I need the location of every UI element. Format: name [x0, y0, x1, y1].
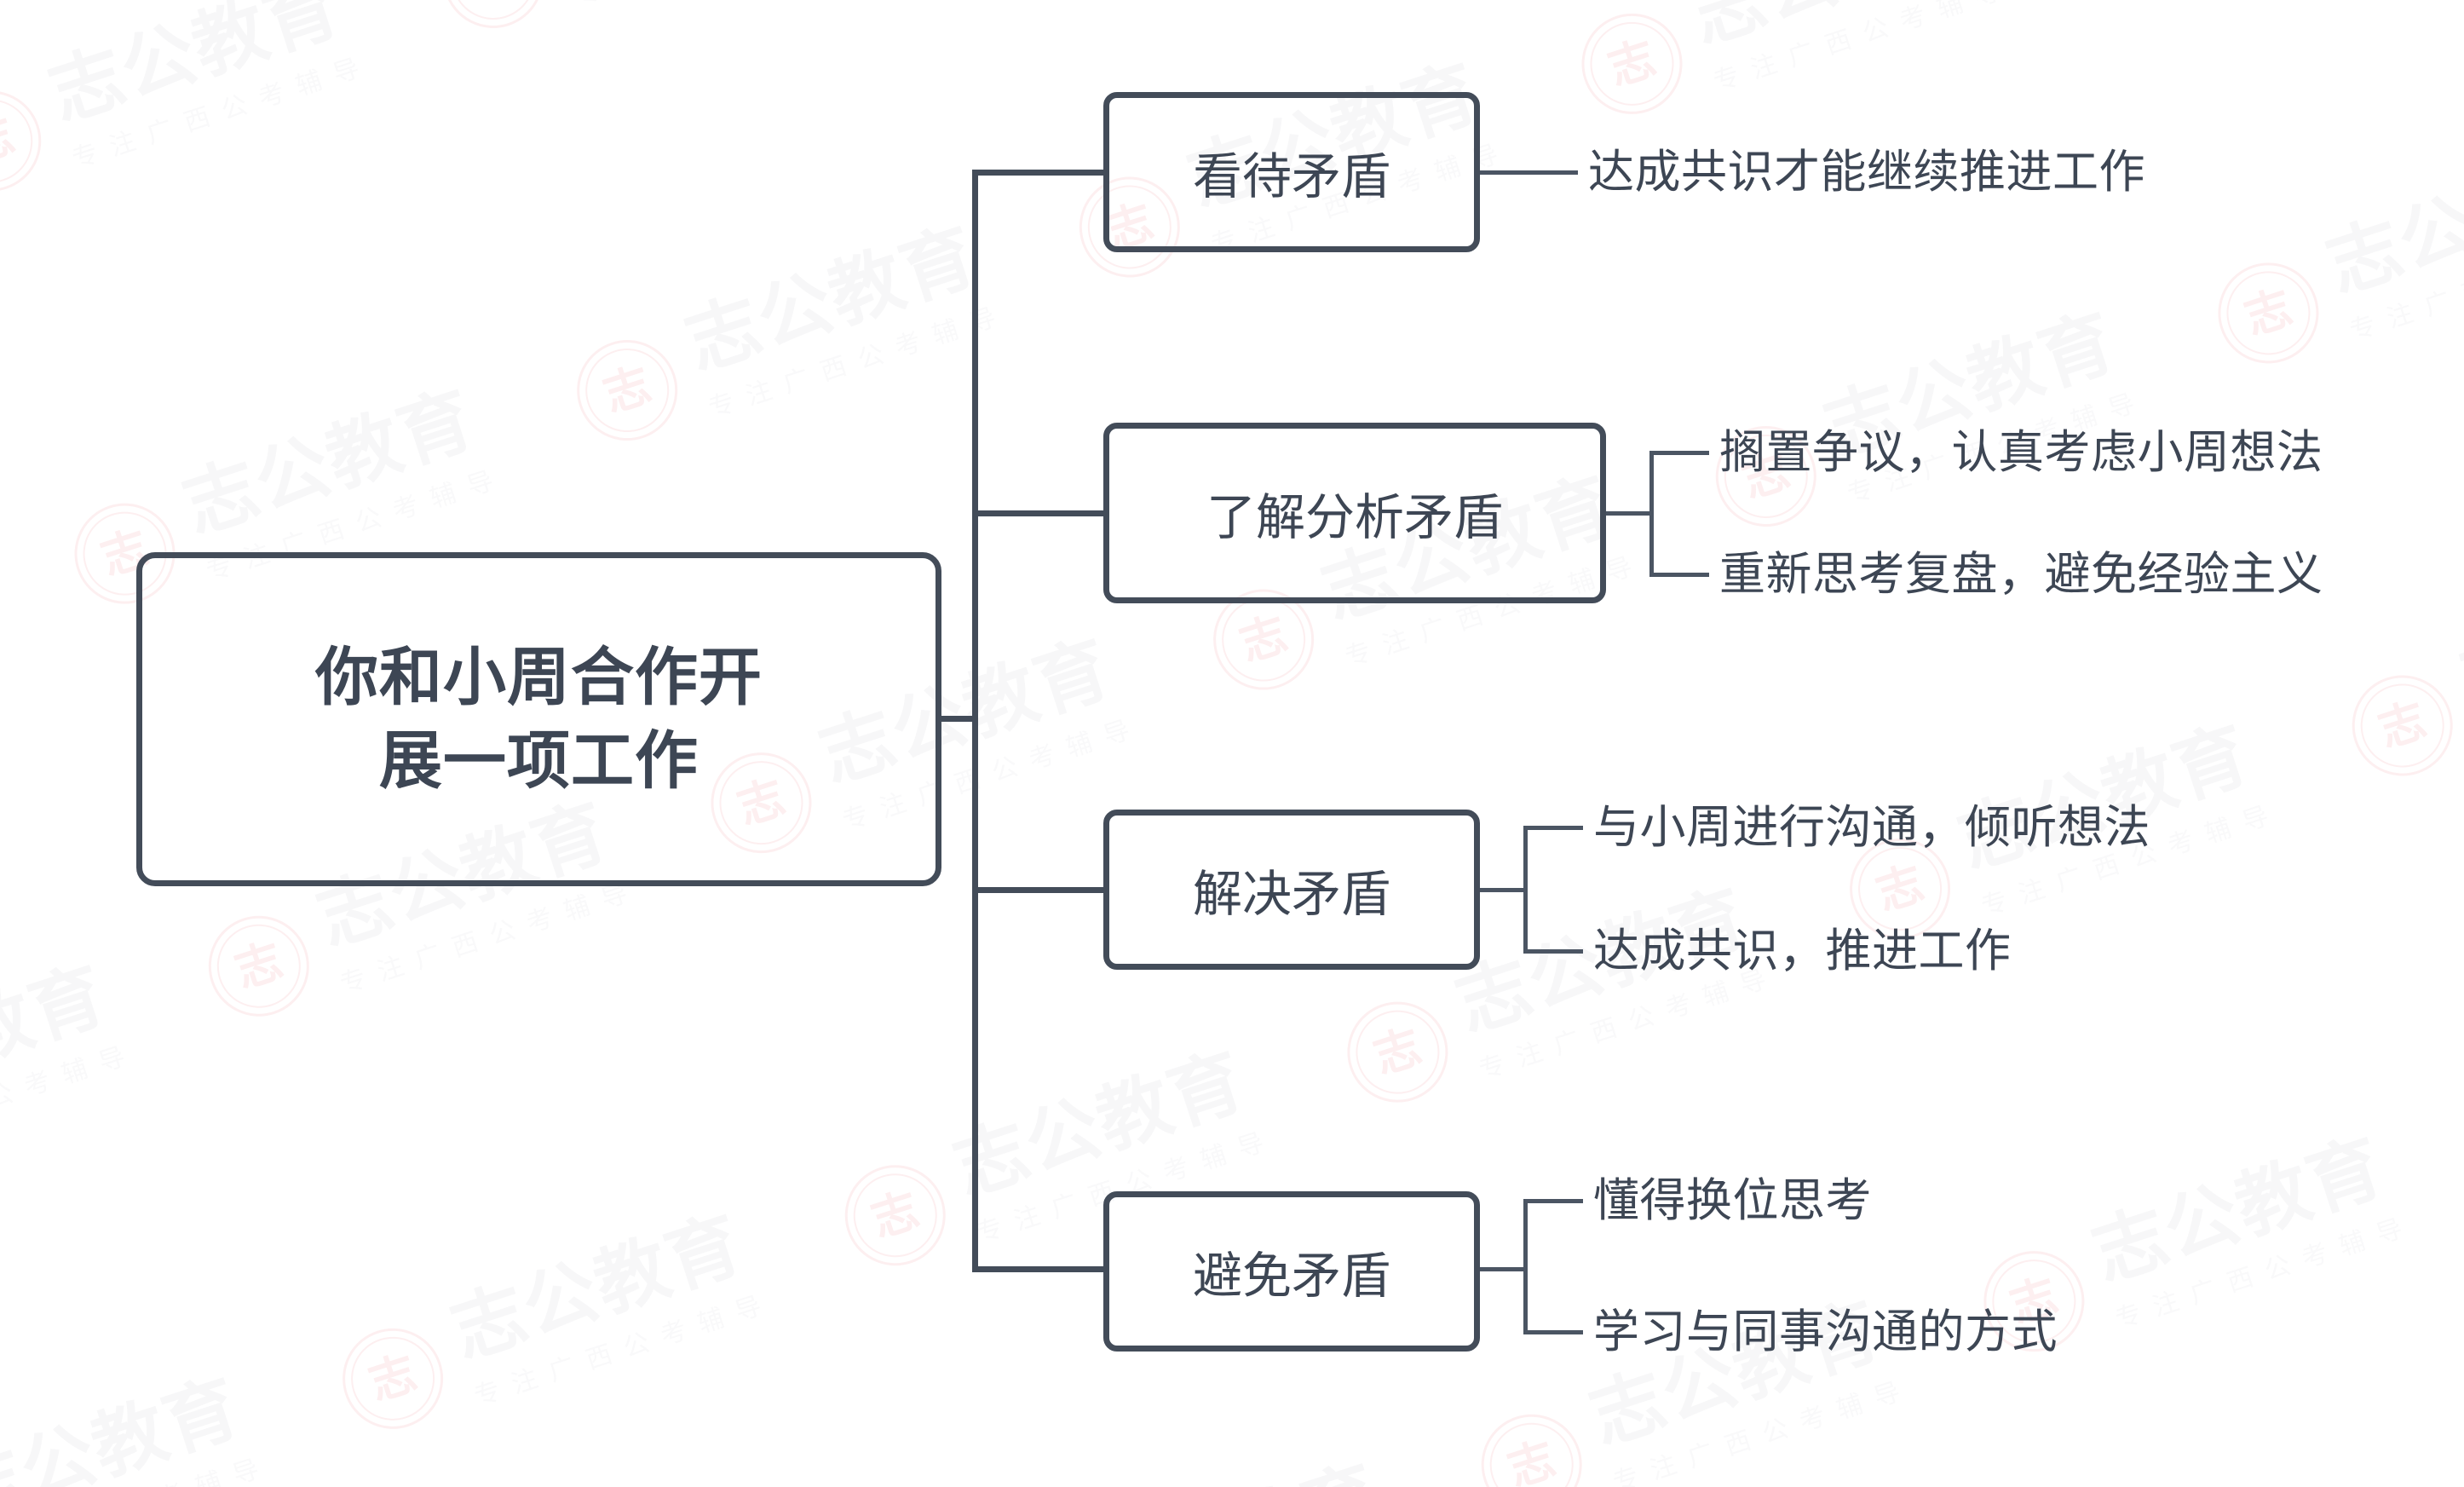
leaf-branch3-item1[interactable]: 与小周进行沟通，倾听想法: [1593, 802, 2150, 853]
leaf-branch3-item2[interactable]: 达成共识，推进工作: [1593, 925, 2012, 977]
branch-4-label: 避免矛盾: [1192, 1248, 1390, 1304]
connector-branch2-stub: [1606, 511, 1653, 516]
mindmap-branch-node-4[interactable]: 避免矛盾: [1103, 1191, 1480, 1352]
connector-branch3-bracket-spine: [1523, 826, 1528, 954]
connector-branch2-leaf2: [1649, 573, 1709, 577]
connector-branch3-leaf1: [1523, 826, 1583, 830]
root-label-line-1: 你和小周合作开: [315, 642, 763, 713]
branch-1-label: 看待矛盾: [1192, 149, 1390, 205]
connector-branch4-leaf2: [1523, 1330, 1583, 1334]
mindmap-branch-node-3[interactable]: 解决矛盾: [1103, 810, 1480, 970]
connector-spine-to-branch-3: [972, 887, 1107, 893]
leaf-branch4-item2[interactable]: 学习与同事沟通的方式: [1593, 1306, 2058, 1357]
connector-branch1-leaf1: [1480, 170, 1578, 175]
leaf-branch4-item1[interactable]: 懂得换位思考: [1593, 1175, 1872, 1226]
mindmap-branch-node-2[interactable]: 了解分析矛盾: [1103, 423, 1606, 603]
connector-branch2-bracket-spine: [1649, 451, 1654, 577]
connector-root-to-spine: [941, 716, 978, 722]
connector-spine-to-branch-1: [972, 170, 1107, 176]
root-label-line-2: 展一项工作: [379, 725, 699, 796]
connector-branch4-stub: [1480, 1267, 1527, 1271]
connector-spine-to-branch-4: [972, 1266, 1107, 1272]
connector-branch4-bracket-spine: [1523, 1199, 1528, 1334]
mindmap-root-node[interactable]: 你和小周合作开 展一项工作: [136, 552, 941, 886]
connector-spine-to-branch-2: [972, 510, 1107, 516]
branch-2-label: 了解分析矛盾: [1206, 490, 1503, 545]
connector-main-spine: [972, 170, 978, 1272]
connector-branch4-leaf1: [1523, 1199, 1583, 1203]
leaf-branch1-item1[interactable]: 达成共识才能继续推进工作: [1588, 147, 2145, 198]
connector-branch3-stub: [1480, 888, 1527, 892]
leaf-branch2-item1[interactable]: 搁置争议，认真考虑小周想法: [1719, 427, 2323, 478]
leaf-branch2-item2[interactable]: 重新思考复盘，避免经验主义: [1719, 549, 2323, 600]
connector-branch3-leaf2: [1523, 949, 1583, 954]
connector-branch2-leaf1: [1649, 451, 1709, 455]
branch-3-label: 解决矛盾: [1192, 867, 1390, 922]
mindmap-branch-node-1[interactable]: 看待矛盾: [1103, 92, 1480, 252]
